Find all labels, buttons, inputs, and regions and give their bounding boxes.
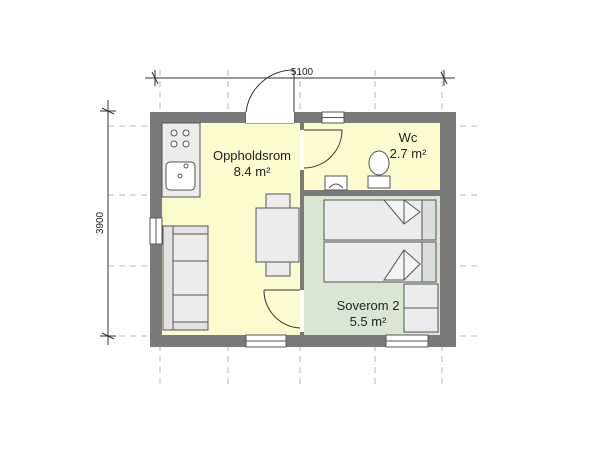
window-bottom-left [245, 334, 287, 348]
wc-sink-icon [324, 175, 348, 191]
stove-burner-icon [182, 129, 190, 137]
toilet-icon [367, 150, 391, 189]
dining-table-icon [255, 193, 300, 277]
window-top-right [321, 111, 345, 124]
wc-door [300, 129, 343, 170]
room-area-living: 8.4 m² [234, 164, 272, 179]
stove-burner-icon [170, 140, 178, 148]
room-name-living: Oppholdsrom [213, 148, 291, 163]
stove-burner-icon [182, 140, 190, 148]
entrance-door [245, 69, 295, 123]
interior-wall-vertical [300, 123, 304, 335]
window-left [149, 217, 163, 245]
room-name-wc: Wc [399, 130, 418, 145]
bedroom-door [263, 289, 304, 332]
wardrobe-icon [403, 283, 439, 333]
window-bottom-right [385, 334, 429, 348]
dimension-height-label: 3900 [95, 211, 106, 234]
room-name-bedroom: Soverom 2 [337, 298, 400, 313]
kitchen-counter [161, 122, 201, 198]
bed-icon [323, 199, 437, 241]
stove-burner-icon [170, 129, 178, 137]
dimension-width-label: 5100 [291, 67, 314, 78]
bed-icon [323, 241, 437, 283]
interior-wall-horizontal [304, 190, 440, 196]
dimension-height [100, 100, 116, 345]
room-area-wc: 2.7 m² [390, 146, 428, 161]
dimension-width [145, 70, 455, 86]
room-area-bedroom: 5.5 m² [350, 314, 388, 329]
sofa-icon [162, 225, 209, 331]
